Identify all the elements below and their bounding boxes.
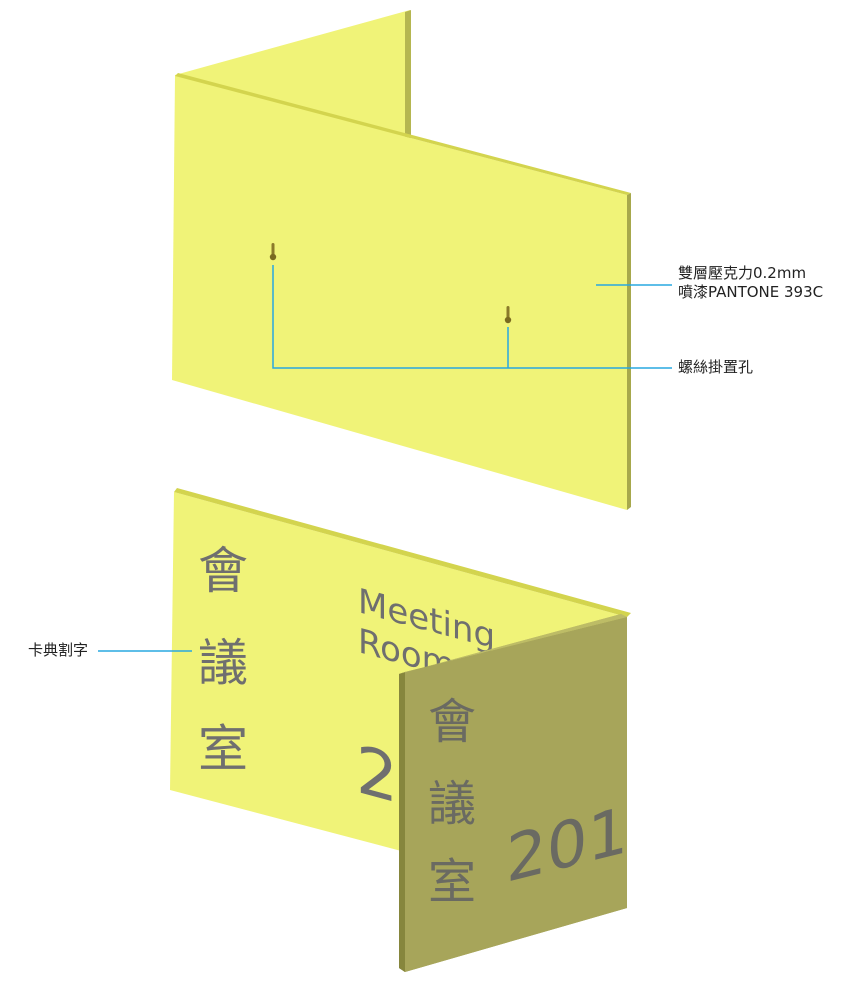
keyhole-screw-slot-icon — [504, 306, 512, 324]
upper-sign-back-panel-edge — [405, 10, 411, 142]
upper-sign-right-edge — [627, 193, 631, 510]
side-char-1: 會 — [428, 694, 476, 750]
cutout-label: 卡典割字 — [28, 641, 89, 659]
lower-sign-side-panel-top-occluder — [399, 614, 627, 674]
lower-sign-side-panel-occluder — [405, 617, 627, 972]
material-label: 雙層壓克力0.2mm 噴漆PANTONE 393C — [678, 264, 823, 302]
upper-sign-front-face — [172, 76, 627, 510]
front-char-3: 室 — [198, 720, 248, 778]
upper-sign-top-edge — [175, 73, 631, 195]
lower-sign: 會 議 室 Meeting Room 201 會 議 室 201 — [98, 488, 631, 972]
upper-sign — [172, 10, 672, 510]
material-label-line1: 雙層壓克力0.2mm — [678, 264, 807, 282]
screw-hole-leader-line — [272, 265, 672, 369]
keyhole-screw-slot-icon — [269, 243, 277, 261]
front-char-1: 會 — [198, 542, 248, 600]
material-label-line2: 噴漆PANTONE 393C — [678, 283, 824, 301]
front-char-2: 議 — [198, 634, 248, 692]
upper-sign-back-panel — [175, 10, 410, 140]
side-char-3: 室 — [428, 854, 476, 910]
lower-sign-side-panel-edge-occluder — [399, 672, 405, 972]
lower-sign-top-edge — [174, 488, 631, 617]
screw-hole-label: 螺絲掛置孔 — [678, 358, 754, 376]
side-char-2: 議 — [428, 776, 476, 832]
lower-sign-front-face — [170, 492, 627, 852]
